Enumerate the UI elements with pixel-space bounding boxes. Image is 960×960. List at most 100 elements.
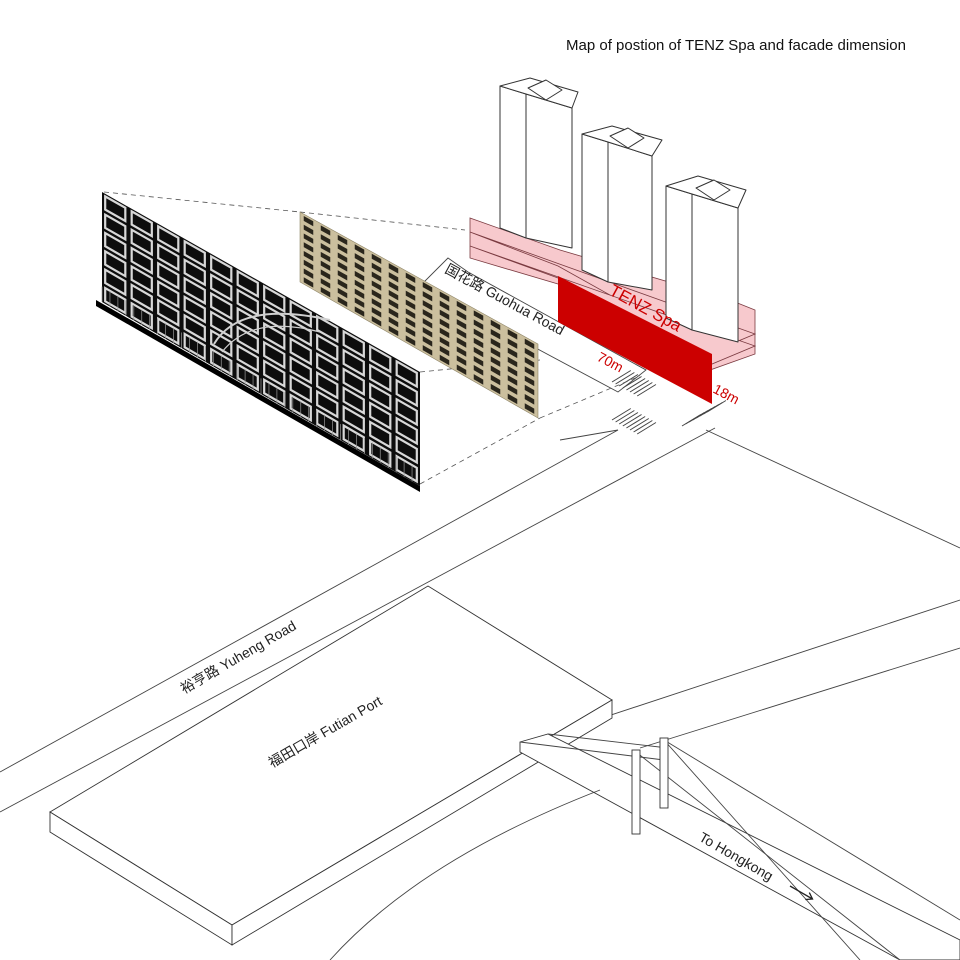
gold-facade-window <box>507 356 518 368</box>
gold-facade-window <box>405 290 416 301</box>
gold-facade-window <box>439 309 450 320</box>
crosswalk-stripe <box>611 370 632 383</box>
proj-line-4 <box>539 375 641 419</box>
gold-facade-window <box>507 375 518 386</box>
gold-facade-window <box>456 319 467 330</box>
gold-facade-window <box>388 307 399 319</box>
gold-facade-window <box>354 270 365 282</box>
black-facade-frame <box>130 209 153 238</box>
crosswalk-stripe <box>636 384 657 397</box>
yuheng-road-edge-lower <box>0 427 716 813</box>
tower-3-left <box>665 185 693 331</box>
tower-2-front <box>607 141 653 291</box>
arrow-right-icon <box>789 885 814 901</box>
black-facade-frame <box>369 344 392 374</box>
proj-line-1 <box>103 191 301 213</box>
gold-facade-window <box>354 253 365 264</box>
gold-facade-window <box>371 289 382 300</box>
gold-facade-window <box>456 310 467 321</box>
black-facade-frame <box>104 249 127 279</box>
black-facade-base <box>96 300 420 492</box>
gold-facade-window <box>303 251 314 262</box>
gold-facade-window <box>524 338 535 350</box>
gold-facade-window <box>439 354 450 366</box>
bridge-pylon-2 <box>659 737 669 809</box>
gold-facade-window <box>524 384 535 396</box>
crosswalk-stripe <box>615 372 635 385</box>
gold-facade-window <box>303 242 314 253</box>
crosswalks <box>611 370 727 435</box>
gold-facade-window <box>524 347 535 359</box>
black-facade-elevation <box>96 192 420 492</box>
yuheng-road-edge-upper <box>0 429 619 773</box>
gold-facade-window <box>439 300 450 311</box>
gold-facade-window <box>405 308 416 319</box>
crosswalk-stripe <box>626 378 646 391</box>
gold-facade-window <box>422 318 433 329</box>
futian-port-block <box>49 585 613 946</box>
gold-facade-window <box>354 262 365 273</box>
gold-facade-window <box>303 216 314 227</box>
gold-facade-window <box>490 374 501 386</box>
gold-facade-window <box>337 243 348 254</box>
gold-facade-window <box>422 309 433 320</box>
black-facade-frame <box>342 367 365 397</box>
gold-facade-window <box>490 347 501 358</box>
gold-facade-window <box>507 329 518 340</box>
gold-facade-window <box>422 291 433 302</box>
bridge-ground-curve <box>329 789 601 960</box>
black-facade-frame <box>395 359 418 389</box>
gold-facade-window <box>507 347 518 359</box>
gold-facade-window <box>422 345 433 356</box>
gold-facade-window <box>439 327 450 339</box>
gold-facade-window <box>490 338 501 349</box>
gold-facade-window <box>439 336 450 348</box>
tower-1-cap <box>527 79 563 101</box>
gold-facade-window <box>490 365 501 377</box>
black-facade-frame <box>289 299 312 329</box>
bridge-cable-3 <box>635 751 901 960</box>
gold-facade-window <box>439 345 450 357</box>
gold-facade-window <box>388 281 399 292</box>
black-facade-frame <box>316 333 339 363</box>
crosswalk-stripe <box>626 416 646 429</box>
black-facade-frame <box>157 224 180 253</box>
black-facade-frame <box>263 340 286 370</box>
bridge-cable-2 <box>663 739 861 960</box>
gold-facade-window <box>371 253 382 265</box>
gold-facade-window <box>473 355 484 367</box>
gold-facade-grid <box>303 216 535 414</box>
gold-facade-window <box>473 328 484 340</box>
tower-1 <box>499 77 579 249</box>
black-facade-grid <box>101 194 418 484</box>
gold-facade-window <box>354 306 365 317</box>
gold-facade-window <box>337 279 348 290</box>
black-facade-frame <box>289 374 312 404</box>
black-facade-frame <box>263 377 286 407</box>
black-facade-frame <box>236 325 259 355</box>
black-facade-frame <box>316 370 339 400</box>
crosswalk-stripe <box>633 382 653 395</box>
crosswalk-stripe <box>615 410 635 423</box>
gold-facade-window <box>337 252 348 263</box>
black-facade-frame <box>210 254 233 284</box>
black-facade-frame <box>342 386 365 415</box>
black-facade-frame <box>130 301 153 331</box>
black-facade-frame <box>183 239 206 269</box>
hongkong-bridge <box>329 733 960 960</box>
black-facade-frame <box>183 276 206 306</box>
crosswalk-stripe <box>633 420 653 433</box>
black-facade-frame <box>316 352 339 381</box>
gold-facade-window <box>473 337 484 349</box>
gold-facade-window <box>507 338 518 349</box>
gold-facade-window <box>320 251 331 263</box>
black-facade-frame <box>289 336 312 366</box>
gold-facade-window <box>320 260 331 271</box>
crosswalk-stripe <box>636 422 657 435</box>
black-facade-arch-2 <box>221 325 321 353</box>
black-facade-frame <box>130 227 153 257</box>
gold-facade-window <box>456 328 467 339</box>
black-facade-frame <box>369 420 392 450</box>
crosswalk-stripe <box>618 374 639 387</box>
